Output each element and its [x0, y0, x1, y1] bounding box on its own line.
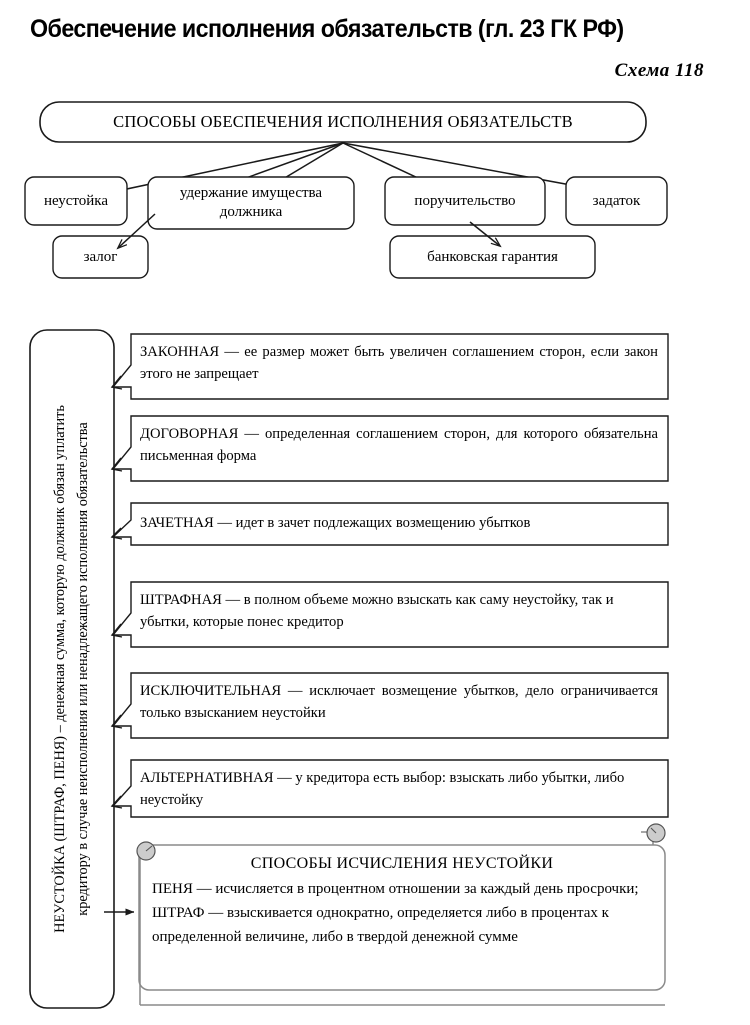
- penalty-type-zakonnaya: ЗАКОННАЯ — ее размер может быть увеличен…: [140, 344, 658, 382]
- penalty-type-alternativnaya: АЛЬТЕРНАТИВНАЯ — у кредитора есть выбор:…: [140, 770, 625, 808]
- summary-title: СПОСОБЫ ИСЧИСЛЕНИЯ НЕУСТОЙКИ: [250, 855, 554, 872]
- summary-item-penya: ПЕНЯ — исчисляется в процентном отношени…: [152, 881, 639, 897]
- node-label-uderzhanie: удержание имущества должника: [179, 185, 323, 220]
- penalty-definition: НЕУСТОЙКА (ШТРАФ, ПЕНЯ) – денежная сумма…: [30, 330, 114, 1008]
- node-label-neustoika: неустойка: [43, 192, 109, 209]
- summary-item-shtraf: ШТРАФ — взыскивается однократно, определ…: [152, 905, 609, 945]
- penalty-definition-line-2: кредитору в случае неисполнения или нена…: [75, 422, 92, 916]
- summary-content: СПОСОБЫ ИСЧИСЛЕНИЯ НЕУСТОЙКИ ПЕНЯ — исчи…: [152, 852, 652, 949]
- penalty-type-isklyuchitelnaya: ИСКЛЮЧИТЕЛЬНАЯ — исключает возмещение уб…: [140, 683, 658, 721]
- node-label-poruchitelstvo: поручительство: [414, 192, 516, 209]
- penalty-type-zachetnaya: ЗАЧЕТНАЯ — идет в зачет подлежащих возме…: [140, 515, 531, 531]
- penalty-type-shtrafnaya: ШТРАФНАЯ — в полном объеме можно взыскат…: [140, 592, 614, 630]
- penalty-type-dogovornaya: ДОГОВОРНАЯ — определенная соглашением ст…: [140, 426, 658, 464]
- node-label-bankgarantiya: банковская гарантия: [427, 248, 558, 265]
- node-label-zadatok: задаток: [592, 192, 641, 209]
- scheme-number: Схема 118: [614, 60, 704, 81]
- curl-decoration-top-right: [646, 823, 666, 843]
- root-label: СПОСОБЫ ОБЕСПЕЧЕНИЯ ИСПОЛНЕНИЯ ОБЯЗАТЕЛЬ…: [113, 112, 573, 131]
- page-title: Обеспечение исполнения обязательств (гл.…: [30, 15, 624, 43]
- penalty-definition-line-1: НЕУСТОЙКА (ШТРАФ, ПЕНЯ) – денежная сумма…: [52, 405, 69, 933]
- node-label-zalog: залог: [83, 248, 118, 265]
